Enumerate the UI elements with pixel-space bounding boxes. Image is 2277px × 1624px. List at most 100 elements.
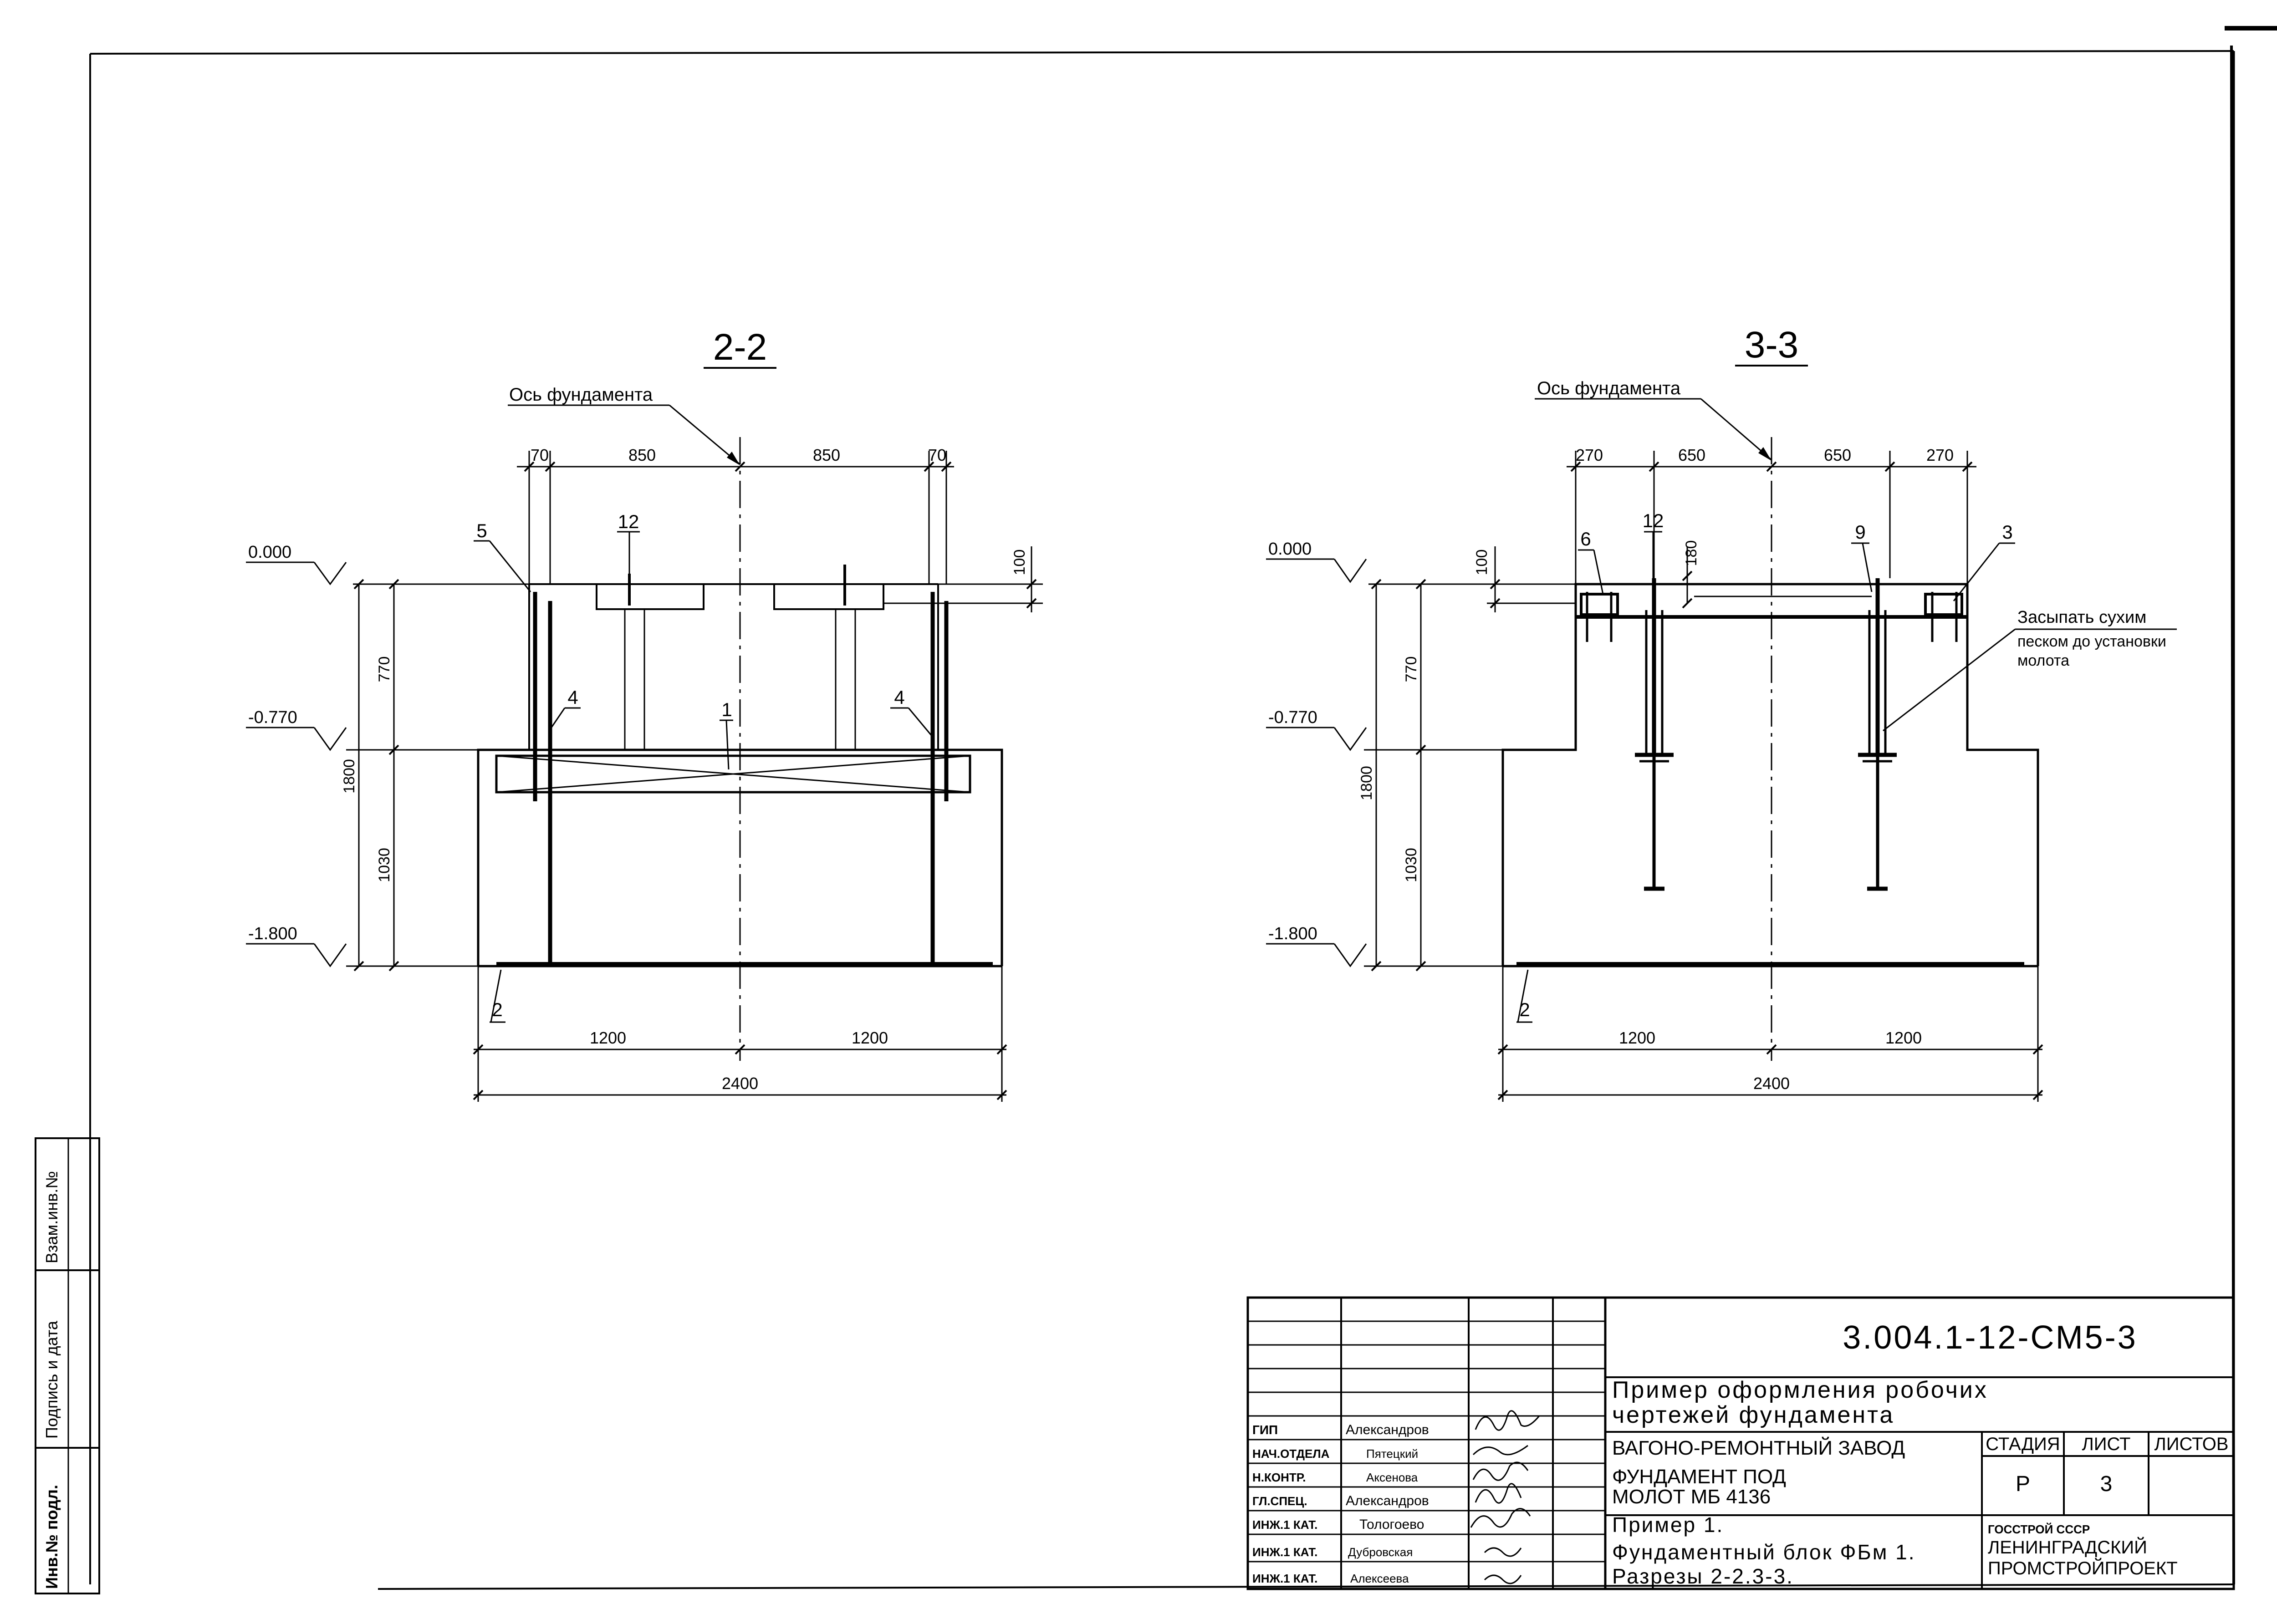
dim-label: 1200 bbox=[852, 1028, 888, 1047]
handwritten-signatures bbox=[1470, 1410, 1540, 1584]
callout-label: 12 bbox=[618, 511, 639, 532]
axis-label: Ось фундамента bbox=[509, 385, 653, 405]
role-label: Н.КОНТР. bbox=[1252, 1471, 1306, 1484]
level-label: -1.800 bbox=[248, 924, 297, 943]
side-stamp: Инв.№ подл. Подпись и дата Взам.инв.№ bbox=[35, 1137, 100, 1594]
dim-100: 100 bbox=[1473, 546, 1576, 612]
callout-label: 5 bbox=[476, 520, 487, 541]
bottom-dimensions: 1200 1200 2400 bbox=[473, 966, 1007, 1102]
dim-label: 770 bbox=[1403, 657, 1420, 682]
dim-label: 650 bbox=[1824, 446, 1851, 464]
dim-label: 1030 bbox=[1403, 848, 1420, 882]
signer-name: Дубровская bbox=[1348, 1545, 1413, 1559]
sheets-label: ЛИСТОВ bbox=[2154, 1434, 2229, 1454]
anvil-block bbox=[495, 754, 971, 794]
dim-100: 100 bbox=[883, 546, 1043, 612]
signer-name: Пятецкий bbox=[1366, 1447, 1418, 1461]
level-label: -0.770 bbox=[1268, 708, 1317, 727]
dim-180: 180 bbox=[1682, 540, 1700, 609]
dim-label: 1800 bbox=[341, 759, 358, 794]
section-3-3-title: 3-3 bbox=[1745, 324, 1799, 366]
anchor-bolts bbox=[1516, 578, 2024, 967]
dim-label: 770 bbox=[376, 657, 393, 682]
level-label: 0.000 bbox=[248, 543, 291, 562]
sand-fill-note: Засыпать сухим песком до установки молот… bbox=[1883, 608, 2177, 732]
sheet-desc-line: Разрезы 2-2.3-3. bbox=[1612, 1564, 1794, 1588]
dim-label: 650 bbox=[1678, 446, 1705, 464]
callouts: 6 12 9 3 2 bbox=[1516, 510, 2015, 1023]
dim-label: 2400 bbox=[1753, 1074, 1790, 1093]
callout-label: 1 bbox=[721, 699, 732, 720]
level-marks: 0.000 -0.770 -1.800 bbox=[246, 543, 347, 967]
sheet-frame bbox=[89, 26, 2277, 1590]
role-label: ИНЖ.1 КАТ. bbox=[1252, 1518, 1317, 1532]
stage-label: СТАДИЯ bbox=[1986, 1434, 2060, 1454]
side-stamp-label: Инв.№ подл. bbox=[42, 1485, 61, 1589]
object-line: ВАГОНО-РЕМОНТНЫЙ ЗАВОД bbox=[1612, 1436, 1905, 1459]
dim-label: 1200 bbox=[1885, 1028, 1922, 1047]
role-label: ИНЖ.1 КАТ. bbox=[1252, 1545, 1317, 1559]
dim-label: 70 bbox=[928, 446, 946, 464]
section-2-2-title: 2-2 bbox=[713, 326, 767, 368]
role-label: НАЧ.ОТДЕЛА bbox=[1252, 1447, 1330, 1461]
sheet-title-line: Пример оформления робочих bbox=[1612, 1377, 1988, 1403]
role-label: ГИП bbox=[1252, 1423, 1278, 1437]
note-line: Засыпать сухим bbox=[2017, 608, 2146, 627]
callout-label: 4 bbox=[894, 687, 904, 708]
callout-label: 4 bbox=[567, 687, 578, 708]
dim-label: 70 bbox=[531, 446, 549, 464]
sheet-value: 3 bbox=[2100, 1472, 2113, 1496]
level-label: -0.770 bbox=[248, 708, 297, 727]
object-line: ФУНДАМЕНТ ПОД bbox=[1612, 1466, 1786, 1488]
level-marks: 0.000 -0.770 -1.800 bbox=[1266, 540, 1367, 967]
callout-label: 6 bbox=[1580, 528, 1591, 550]
level-label: -1.800 bbox=[1268, 924, 1317, 943]
top-dimensions: 270 650 650 270 bbox=[1567, 446, 1976, 584]
top-dimensions: 70 850 850 70 bbox=[517, 446, 954, 584]
axis-leader: Ось фундамента bbox=[508, 385, 740, 465]
sheet-desc-line: Пример 1. bbox=[1612, 1513, 1724, 1537]
note-line: песком до установки bbox=[2017, 633, 2166, 650]
role-label: ГЛ.СПЕЦ. bbox=[1252, 1494, 1307, 1508]
org-line: ЛЕНИНГРАДСКИЙ bbox=[1988, 1537, 2147, 1558]
object-line: МОЛОТ МБ 4136 bbox=[1612, 1486, 1771, 1508]
dim-label: 1200 bbox=[590, 1028, 626, 1047]
callout-label: 2 bbox=[1519, 999, 1530, 1020]
level-label: 0.000 bbox=[1268, 540, 1312, 559]
org-line: ПРОМСТРОЙПРОЕКТ bbox=[1988, 1558, 2178, 1578]
section-2-2: 2-2 bbox=[246, 326, 1043, 1102]
anchor-pockets bbox=[596, 565, 884, 750]
axis-label: Ось фундамента bbox=[1537, 378, 1681, 398]
bottom-dimensions: 1200 1200 2400 bbox=[1497, 966, 2043, 1102]
reinforcement bbox=[496, 592, 993, 967]
left-dimensions: 770 1030 1800 bbox=[341, 579, 529, 972]
title-block: 3.004.1-12-СМ5-3 Пример оформления робоч… bbox=[1246, 1296, 2235, 1590]
dim-label: 100 bbox=[1011, 550, 1028, 575]
dim-label: 1030 bbox=[376, 848, 393, 882]
stage-value: Р bbox=[2016, 1472, 2030, 1496]
signer-name: Тологоево bbox=[1359, 1517, 1424, 1532]
dim-label: 1200 bbox=[1619, 1028, 1655, 1047]
dim-label: 270 bbox=[1926, 446, 1954, 464]
side-stamp-label: Взам.инв.№ bbox=[42, 1171, 61, 1263]
foundation-outline bbox=[1501, 583, 2039, 967]
callout-label: 9 bbox=[1855, 521, 1865, 543]
sheet-label: ЛИСТ bbox=[2082, 1434, 2131, 1454]
dim-label: 270 bbox=[1576, 446, 1603, 464]
signer-name: Алексеева bbox=[1350, 1572, 1409, 1585]
dim-label: 100 bbox=[1473, 550, 1491, 575]
sheet-code: 3.004.1-12-СМ5-3 bbox=[1843, 1319, 2138, 1356]
dim-label: 1800 bbox=[1358, 766, 1375, 800]
dim-label: 180 bbox=[1683, 540, 1700, 566]
dim-label: 850 bbox=[628, 446, 656, 464]
signature-table: ГИП Александров НАЧ.ОТДЕЛА Пятецкий Н.КО… bbox=[1252, 1422, 1429, 1585]
note-line: молота bbox=[2017, 652, 2069, 669]
org-line: ГОССТРОЙ СССР bbox=[1988, 1522, 2090, 1536]
role-label: ИНЖ.1 КАТ. bbox=[1252, 1572, 1317, 1585]
callout-label: 12 bbox=[1643, 510, 1664, 531]
section-3-3: 3-3 bbox=[1266, 324, 2177, 1102]
signer-name: Аксенова bbox=[1366, 1471, 1418, 1484]
signer-name: Александров bbox=[1346, 1493, 1429, 1508]
callouts: 5 12 4 1 4 2 bbox=[474, 511, 932, 1023]
